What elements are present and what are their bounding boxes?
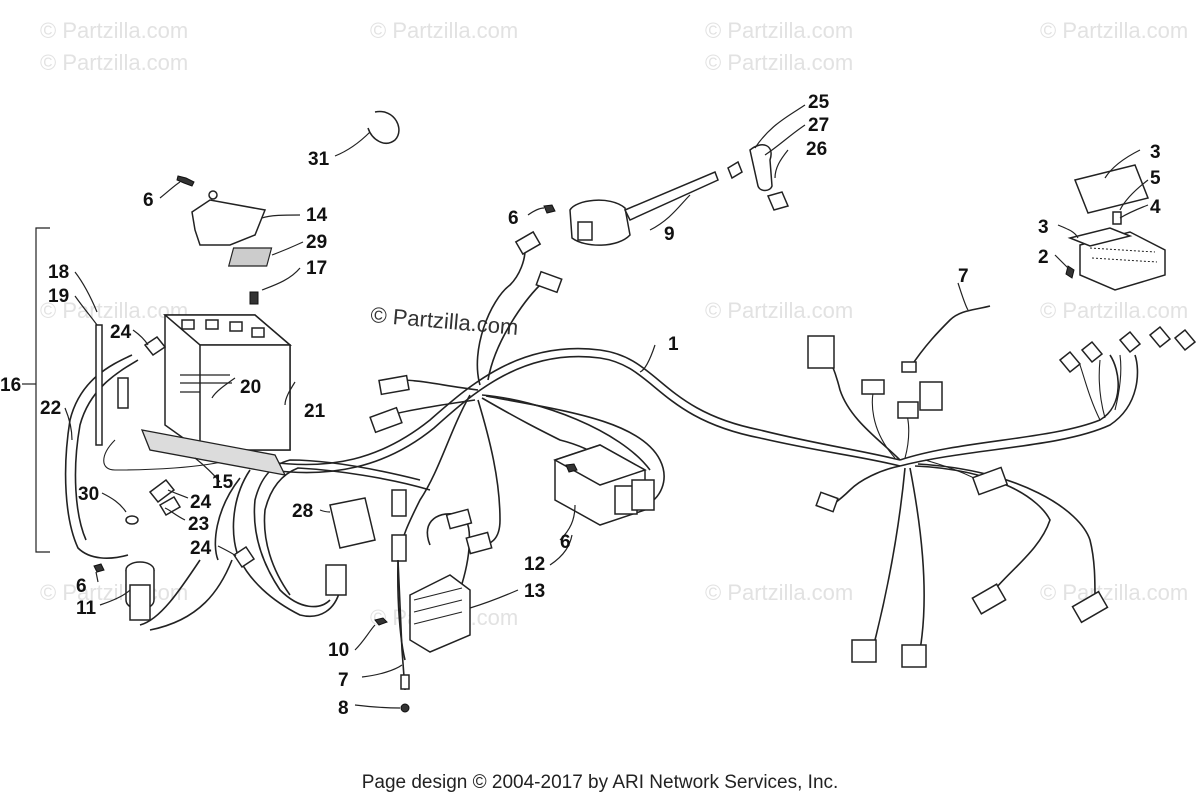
- callout-24: 24: [190, 538, 212, 559]
- callout-23: 23: [188, 514, 209, 535]
- watermark: © Partzilla.com: [705, 580, 853, 605]
- group-bracket-16: [22, 227, 50, 553]
- watermark: © Partzilla.com: [705, 298, 853, 323]
- screw-6-icon: [93, 563, 105, 573]
- callout-30: 30: [78, 484, 99, 505]
- terminal-boots: [143, 335, 256, 569]
- watermarks: © Partzilla.com © Partzilla.com © Partzi…: [40, 18, 1188, 630]
- callout-1: 1: [668, 334, 679, 355]
- watermark: © Partzilla.com: [370, 18, 518, 43]
- callout-28: 28: [292, 501, 313, 522]
- lead-connector: [901, 361, 917, 373]
- callout-17: 17: [306, 258, 327, 279]
- battery-pad-29: [227, 247, 273, 267]
- callout-22: 22: [40, 398, 61, 419]
- relay-module: [409, 574, 471, 653]
- callout-5: 5: [1150, 168, 1161, 189]
- fuse-box: [1065, 164, 1166, 291]
- callout-18: 18: [48, 262, 69, 283]
- watermark: © Partzilla.com: [40, 580, 188, 605]
- callout-3: 3: [1150, 142, 1161, 163]
- sensor-lead-7: [909, 305, 991, 369]
- callout-29: 29: [306, 232, 327, 253]
- callout-27: 27: [808, 115, 829, 136]
- washer-icon: [208, 190, 218, 200]
- cdi-module: [553, 444, 655, 526]
- callout-14: 14: [306, 205, 328, 226]
- fuse-link: [95, 324, 103, 446]
- watermark: © Partzilla.com: [1040, 580, 1188, 605]
- callout-25: 25: [808, 92, 830, 113]
- watermark: © Partzilla.com: [1040, 298, 1188, 323]
- watermark: © Partzilla.com: [40, 50, 188, 75]
- regulator: [325, 497, 376, 596]
- callout-12: 12: [524, 554, 545, 575]
- ignition-coil: [569, 144, 790, 246]
- callout-11: 11: [76, 598, 97, 619]
- callout-6: 6: [143, 190, 154, 211]
- battery-hold-down-bracket: [191, 199, 267, 246]
- callout-6: 6: [560, 532, 571, 553]
- inline-fuse: [117, 377, 129, 409]
- watermark: © Partzilla.com: [705, 18, 853, 43]
- callout-10: 10: [328, 640, 349, 661]
- callout-21: 21: [304, 401, 326, 422]
- callout-26: 26: [806, 139, 827, 160]
- callout-19: 19: [48, 286, 69, 307]
- starter-solenoid: [125, 561, 155, 621]
- callout-31: 31: [308, 149, 330, 170]
- callout-2: 2: [1038, 247, 1049, 268]
- watermark: © Partzilla.com: [705, 50, 853, 75]
- callout-13: 13: [524, 581, 545, 602]
- callout-6: 6: [508, 208, 519, 229]
- screw-icon: [176, 175, 195, 187]
- callout-labels: 1 2 3 3 4 5 6 6 6 6 7 7 8 9 10 11 12 13 …: [0, 92, 1161, 719]
- retaining-ring: [367, 110, 400, 144]
- callout-8: 8: [338, 698, 349, 719]
- page-footer: Page design © 2004-2017 by ARI Network S…: [361, 772, 839, 793]
- watermark: © Partzilla.com: [40, 18, 188, 43]
- callout-7: 7: [958, 266, 969, 287]
- callout-24: 24: [110, 322, 132, 343]
- callout-6: 6: [76, 576, 87, 597]
- callout-16: 16: [0, 375, 21, 396]
- callout-4: 4: [1150, 197, 1161, 218]
- lead-terminal: [400, 674, 410, 690]
- callout-20: 20: [240, 377, 261, 398]
- watermark: © Partzilla.com: [1040, 18, 1188, 43]
- battery: [162, 314, 293, 451]
- watermark-main: © Partzilla.com: [370, 302, 520, 340]
- screw-30-icon: [125, 515, 139, 525]
- callout-24: 24: [190, 492, 212, 513]
- connectors: [369, 230, 1197, 668]
- screw-6b-icon: [543, 204, 556, 214]
- callout-3: 3: [1038, 217, 1049, 238]
- callout-15: 15: [212, 472, 234, 493]
- screw-10-icon: [374, 617, 388, 626]
- leader-lines: [64, 104, 1149, 709]
- watermark: © Partzilla.com: [40, 298, 188, 323]
- callout-9: 9: [664, 224, 675, 245]
- screw-8-icon: [400, 703, 410, 713]
- callout-7: 7: [338, 670, 349, 691]
- screw-6c-icon: [565, 463, 578, 473]
- battery-pad: [140, 429, 287, 476]
- screw-17-icon: [249, 291, 259, 305]
